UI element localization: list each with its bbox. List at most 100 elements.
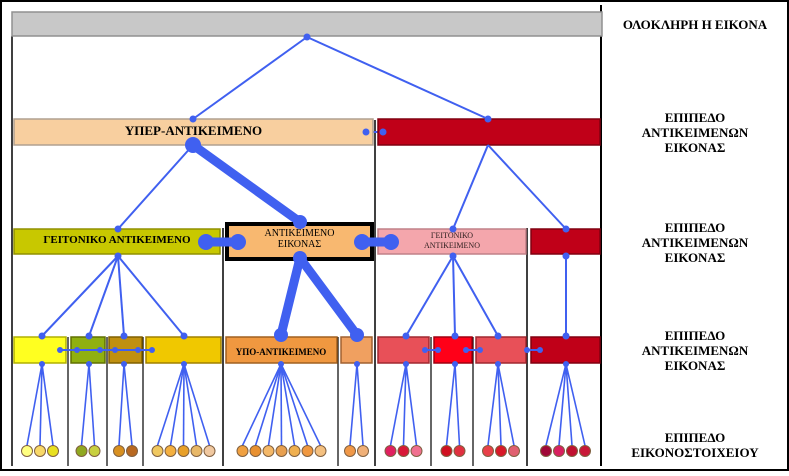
connector-dot bbox=[121, 361, 127, 367]
sub-object-label: ΥΠΟ-ΑΝΤΙΚΕΙΜΕΝΟ bbox=[236, 347, 327, 357]
whole-image-node bbox=[11, 11, 603, 37]
neighbor-object-right-node bbox=[377, 228, 527, 255]
pixel-node bbox=[177, 445, 190, 457]
level-label-whole-image: ΟΛΟΚΛΗΡΗ Η ΕΙΚΟΝΑ bbox=[622, 17, 768, 32]
pixel-node bbox=[113, 445, 125, 457]
pixel-connector bbox=[123, 363, 133, 446]
connector-dot bbox=[449, 225, 457, 233]
pixel-node bbox=[88, 445, 101, 457]
pixel-connector bbox=[454, 363, 461, 446]
pixel-connector bbox=[118, 363, 125, 446]
connector-dot bbox=[362, 128, 370, 136]
connector-dot bbox=[230, 234, 246, 250]
pixel-connector bbox=[80, 363, 90, 446]
pixel-node bbox=[190, 445, 203, 457]
connector-dot bbox=[185, 137, 201, 153]
connector-dot bbox=[85, 332, 93, 340]
pixel-node bbox=[301, 445, 314, 457]
pixel-node bbox=[275, 445, 288, 457]
connector-dot bbox=[451, 332, 459, 340]
connector-dot bbox=[562, 252, 570, 260]
pixel-connector bbox=[280, 363, 296, 446]
pixel-connector bbox=[183, 363, 211, 446]
pixel-node bbox=[482, 445, 494, 457]
connector-dot bbox=[495, 361, 501, 367]
neighbor-right-label: ΓΕΙΤΟΝΙΚΟ ΑΝΤΙΚΕΙΜΕΝΟ bbox=[424, 231, 480, 250]
pixel-connector bbox=[565, 363, 573, 446]
pixel-connector bbox=[280, 363, 322, 446]
pixel-node bbox=[440, 445, 453, 457]
connector-dot bbox=[303, 33, 311, 41]
connector-dot bbox=[74, 347, 80, 353]
connector-dot bbox=[120, 332, 128, 340]
connector-dot bbox=[449, 252, 457, 260]
pixel-node bbox=[566, 445, 578, 457]
pixel-connector bbox=[497, 363, 515, 446]
pixel-node bbox=[453, 445, 466, 457]
connector-dot bbox=[293, 215, 307, 229]
pixel-connector bbox=[356, 363, 364, 446]
pixel-connector bbox=[41, 363, 54, 446]
connector-dot bbox=[114, 225, 122, 233]
pixel-connector bbox=[182, 363, 185, 446]
connector-dot bbox=[383, 234, 399, 250]
pixel-node bbox=[540, 445, 552, 457]
level3-object-node bbox=[377, 336, 430, 364]
primary-parent-link bbox=[188, 140, 305, 227]
pixel-connector bbox=[280, 363, 309, 446]
pixel-connector bbox=[26, 363, 43, 446]
pixel-node bbox=[397, 445, 410, 457]
pixel-connector bbox=[545, 363, 567, 446]
pixel-node bbox=[553, 445, 565, 457]
pixel-node bbox=[34, 445, 46, 457]
connector-dot bbox=[180, 332, 188, 340]
image-object-label: ΑΝΤΙΚΕΙΜΕΝΟ ΕΙΚΟΝΑΣ bbox=[264, 228, 335, 250]
connector-dot bbox=[149, 347, 155, 353]
pixel-connector bbox=[169, 363, 185, 446]
pixel-node bbox=[357, 445, 369, 457]
level3-object-node bbox=[475, 336, 527, 364]
pixel-node bbox=[262, 445, 275, 457]
super-object-label: ΥΠΕΡ-ΑΝΤΙΚΕΙΜΕΝΟ bbox=[124, 123, 263, 138]
connector-dot bbox=[278, 361, 284, 367]
pixel-node bbox=[495, 445, 507, 457]
pixel-connector bbox=[254, 363, 282, 446]
connectors-l3 bbox=[41, 255, 567, 337]
pixel-connector bbox=[487, 363, 499, 446]
connector-dot bbox=[97, 347, 103, 353]
connector-dot bbox=[537, 347, 543, 353]
pixel-node bbox=[249, 445, 262, 457]
connector-dot bbox=[354, 234, 370, 250]
connector-dot bbox=[484, 115, 492, 123]
pixel-node bbox=[344, 445, 356, 457]
pixel-connector bbox=[241, 363, 282, 446]
connector-dot bbox=[350, 328, 364, 342]
connector-dot bbox=[422, 347, 428, 353]
connector-dot bbox=[38, 332, 46, 340]
connector-dot bbox=[198, 234, 214, 250]
connector-dot bbox=[86, 361, 92, 367]
node-dots bbox=[38, 33, 570, 367]
level-label-pixel: ΕΠΙΠΕΔΟ ΕΙΚΟΝΟΣΤΟΙΧΕΙΟΥ bbox=[631, 430, 759, 460]
pixel-connector bbox=[39, 363, 43, 446]
level3-object-node bbox=[145, 336, 222, 364]
pixel-node bbox=[579, 445, 591, 457]
connector-dot bbox=[477, 347, 483, 353]
level-label-objects-3: ΕΠΙΠΕΔΟ ΑΝΤΙΚΕΙΜΕΝΩΝ ΕΙΚΟΝΑΣ bbox=[641, 328, 749, 373]
pixel-connector bbox=[183, 363, 198, 446]
pixel-node bbox=[21, 445, 33, 457]
pixel-node bbox=[384, 445, 397, 457]
pixel-node bbox=[126, 445, 138, 457]
connector-dot bbox=[435, 347, 441, 353]
connector-dot bbox=[354, 361, 360, 367]
connector-dot bbox=[39, 361, 45, 367]
pixel-connector bbox=[280, 363, 283, 446]
connector-dot bbox=[112, 347, 118, 353]
child-link-sub-object bbox=[276, 253, 305, 340]
pixel-node bbox=[203, 445, 216, 457]
pixel-node bbox=[314, 445, 327, 457]
connector-dot bbox=[463, 347, 469, 353]
pixel-connector bbox=[405, 363, 418, 446]
level-label-objects-1: ΕΠΙΠΕΔΟ ΑΝΤΙΚΕΙΜΕΝΩΝ ΕΙΚΟΝΑΣ bbox=[641, 110, 749, 155]
connector-dot bbox=[562, 332, 570, 340]
